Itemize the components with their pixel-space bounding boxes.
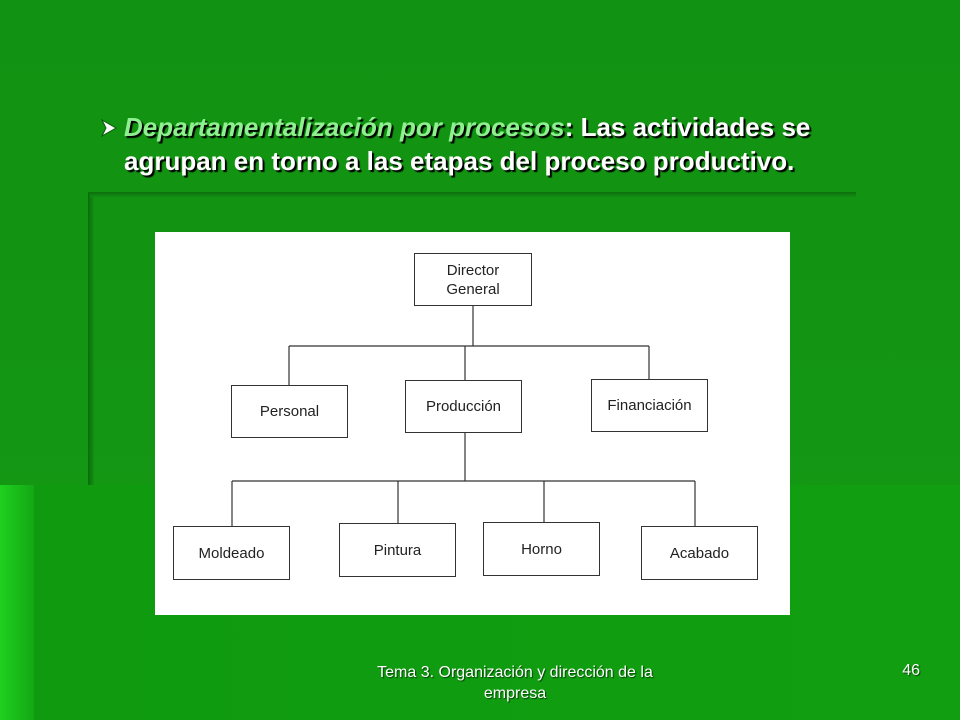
node-financiacion: Financiación [591,379,708,432]
decorative-horizontal-line [90,192,856,197]
heading-rest: : Las actividades se agrupan en torno a … [124,112,811,176]
org-chart-connectors [231,306,696,526]
node-horno: Horno [483,522,600,576]
node-pintura: Pintura [339,523,456,577]
heading-emphasis: Departamentalización por procesos [124,112,565,142]
footer-title: Tema 3. Organización y dirección de la e… [377,664,653,702]
slide-heading: Departamentalización por procesos: Las a… [124,110,904,178]
node-personal: Personal [231,385,348,438]
decorative-vertical-line [88,192,94,485]
node-director-general: Director General [414,253,532,306]
arrow-bullet-icon [100,118,118,138]
node-produccion: Producción [405,380,522,433]
node-acabado: Acabado [641,526,758,580]
background-accent-strip [0,485,34,720]
org-chart: Director General Personal Producción Fin… [155,232,790,615]
page-number: 46 [902,662,920,679]
node-moldeado: Moldeado [173,526,290,580]
